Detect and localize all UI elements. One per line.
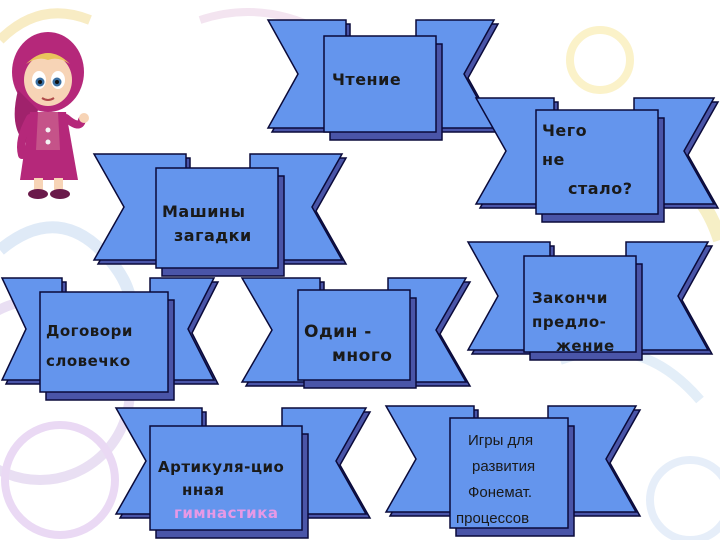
banner-artikulyatsionnaya-label: Артикуля-цио нная гимнастика	[158, 458, 285, 522]
banner-chtenie[interactable]: Чтение	[262, 14, 502, 141]
banner-mashiny-zagadki-label: Машины загадки	[162, 202, 252, 245]
banner-chtenie-label: Чтение	[332, 70, 402, 89]
masha-cartoon-image	[12, 32, 89, 199]
banner-chego-ne-stalo[interactable]: Чего не стало?	[474, 96, 720, 226]
banner-artikulyatsionnaya-gimnastika[interactable]: Артикуля-цио нная гимнастика	[112, 402, 374, 540]
banner-zakonchi-predlozhenie[interactable]: Закончи предло- жение	[466, 238, 716, 372]
banner-odin-mnogo[interactable]: Один - много	[238, 272, 474, 402]
banner-odin-mnogo-label: Один - много	[304, 322, 393, 366]
banner-dogovori-slovechko-label: Договори словечко	[46, 322, 133, 370]
banner-zakonchi-predlozhenie-label: Закончи предло- жение	[532, 289, 615, 355]
banner-igry-fonemat-protsessov[interactable]: Игры для развития Фонемат. процессов	[382, 402, 644, 540]
banner-mashiny-zagadki[interactable]: Машины загадки	[90, 150, 348, 280]
banner-chego-ne-stalo-label: Чего не стало?	[542, 121, 633, 198]
banner-dogovori-slovechko[interactable]: Договори словечко	[0, 272, 222, 406]
banner-igry-fonemat-label: Игры для развития Фонемат. процессов	[456, 432, 536, 527]
